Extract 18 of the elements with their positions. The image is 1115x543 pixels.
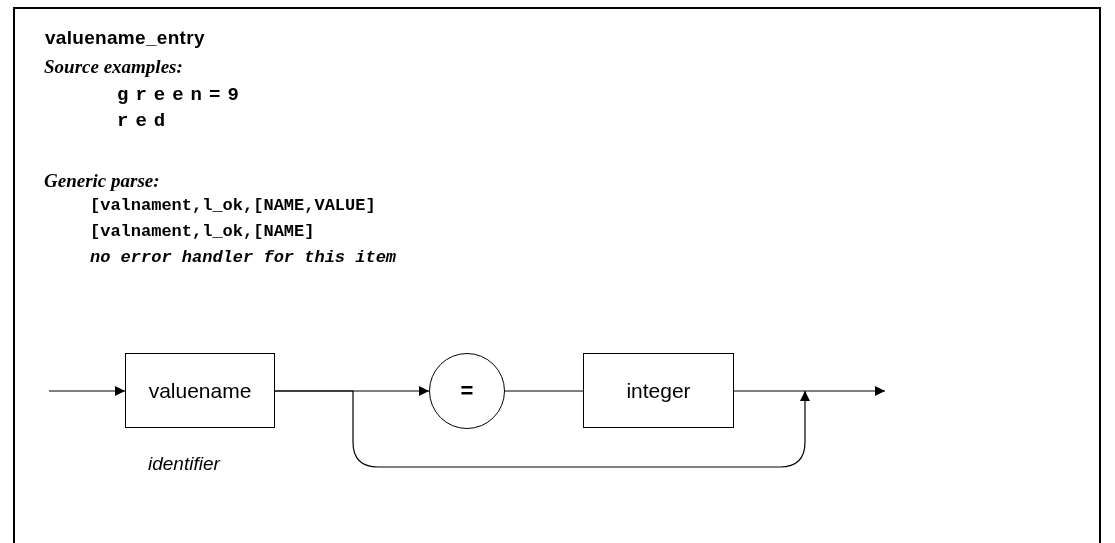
nonterminal-box: [125, 353, 275, 428]
nonterminal-box: [583, 353, 734, 428]
symbol-label: valuename: [148, 378, 252, 403]
symbol-label: =: [460, 378, 474, 404]
code-example: red: [117, 110, 173, 132]
parse-output: [valnament,l_ok,[NAME]: [90, 222, 315, 241]
parse-note: no error handler for this item: [90, 248, 397, 267]
connector-line: [504, 390, 584, 392]
parse-output: [valnament,l_ok,[NAME,VALUE]: [90, 196, 376, 215]
arrow: [733, 386, 886, 396]
arrow: [48, 386, 126, 396]
section-heading: Generic parse:: [44, 170, 160, 192]
section-heading: Source examples:: [44, 56, 183, 78]
code-example: green=9: [117, 84, 246, 106]
node-caption: identifier: [148, 453, 220, 475]
symbol-label: integer: [626, 378, 691, 403]
arrow: [274, 390, 810, 468]
diagram-title: valuename_entry: [45, 27, 205, 49]
